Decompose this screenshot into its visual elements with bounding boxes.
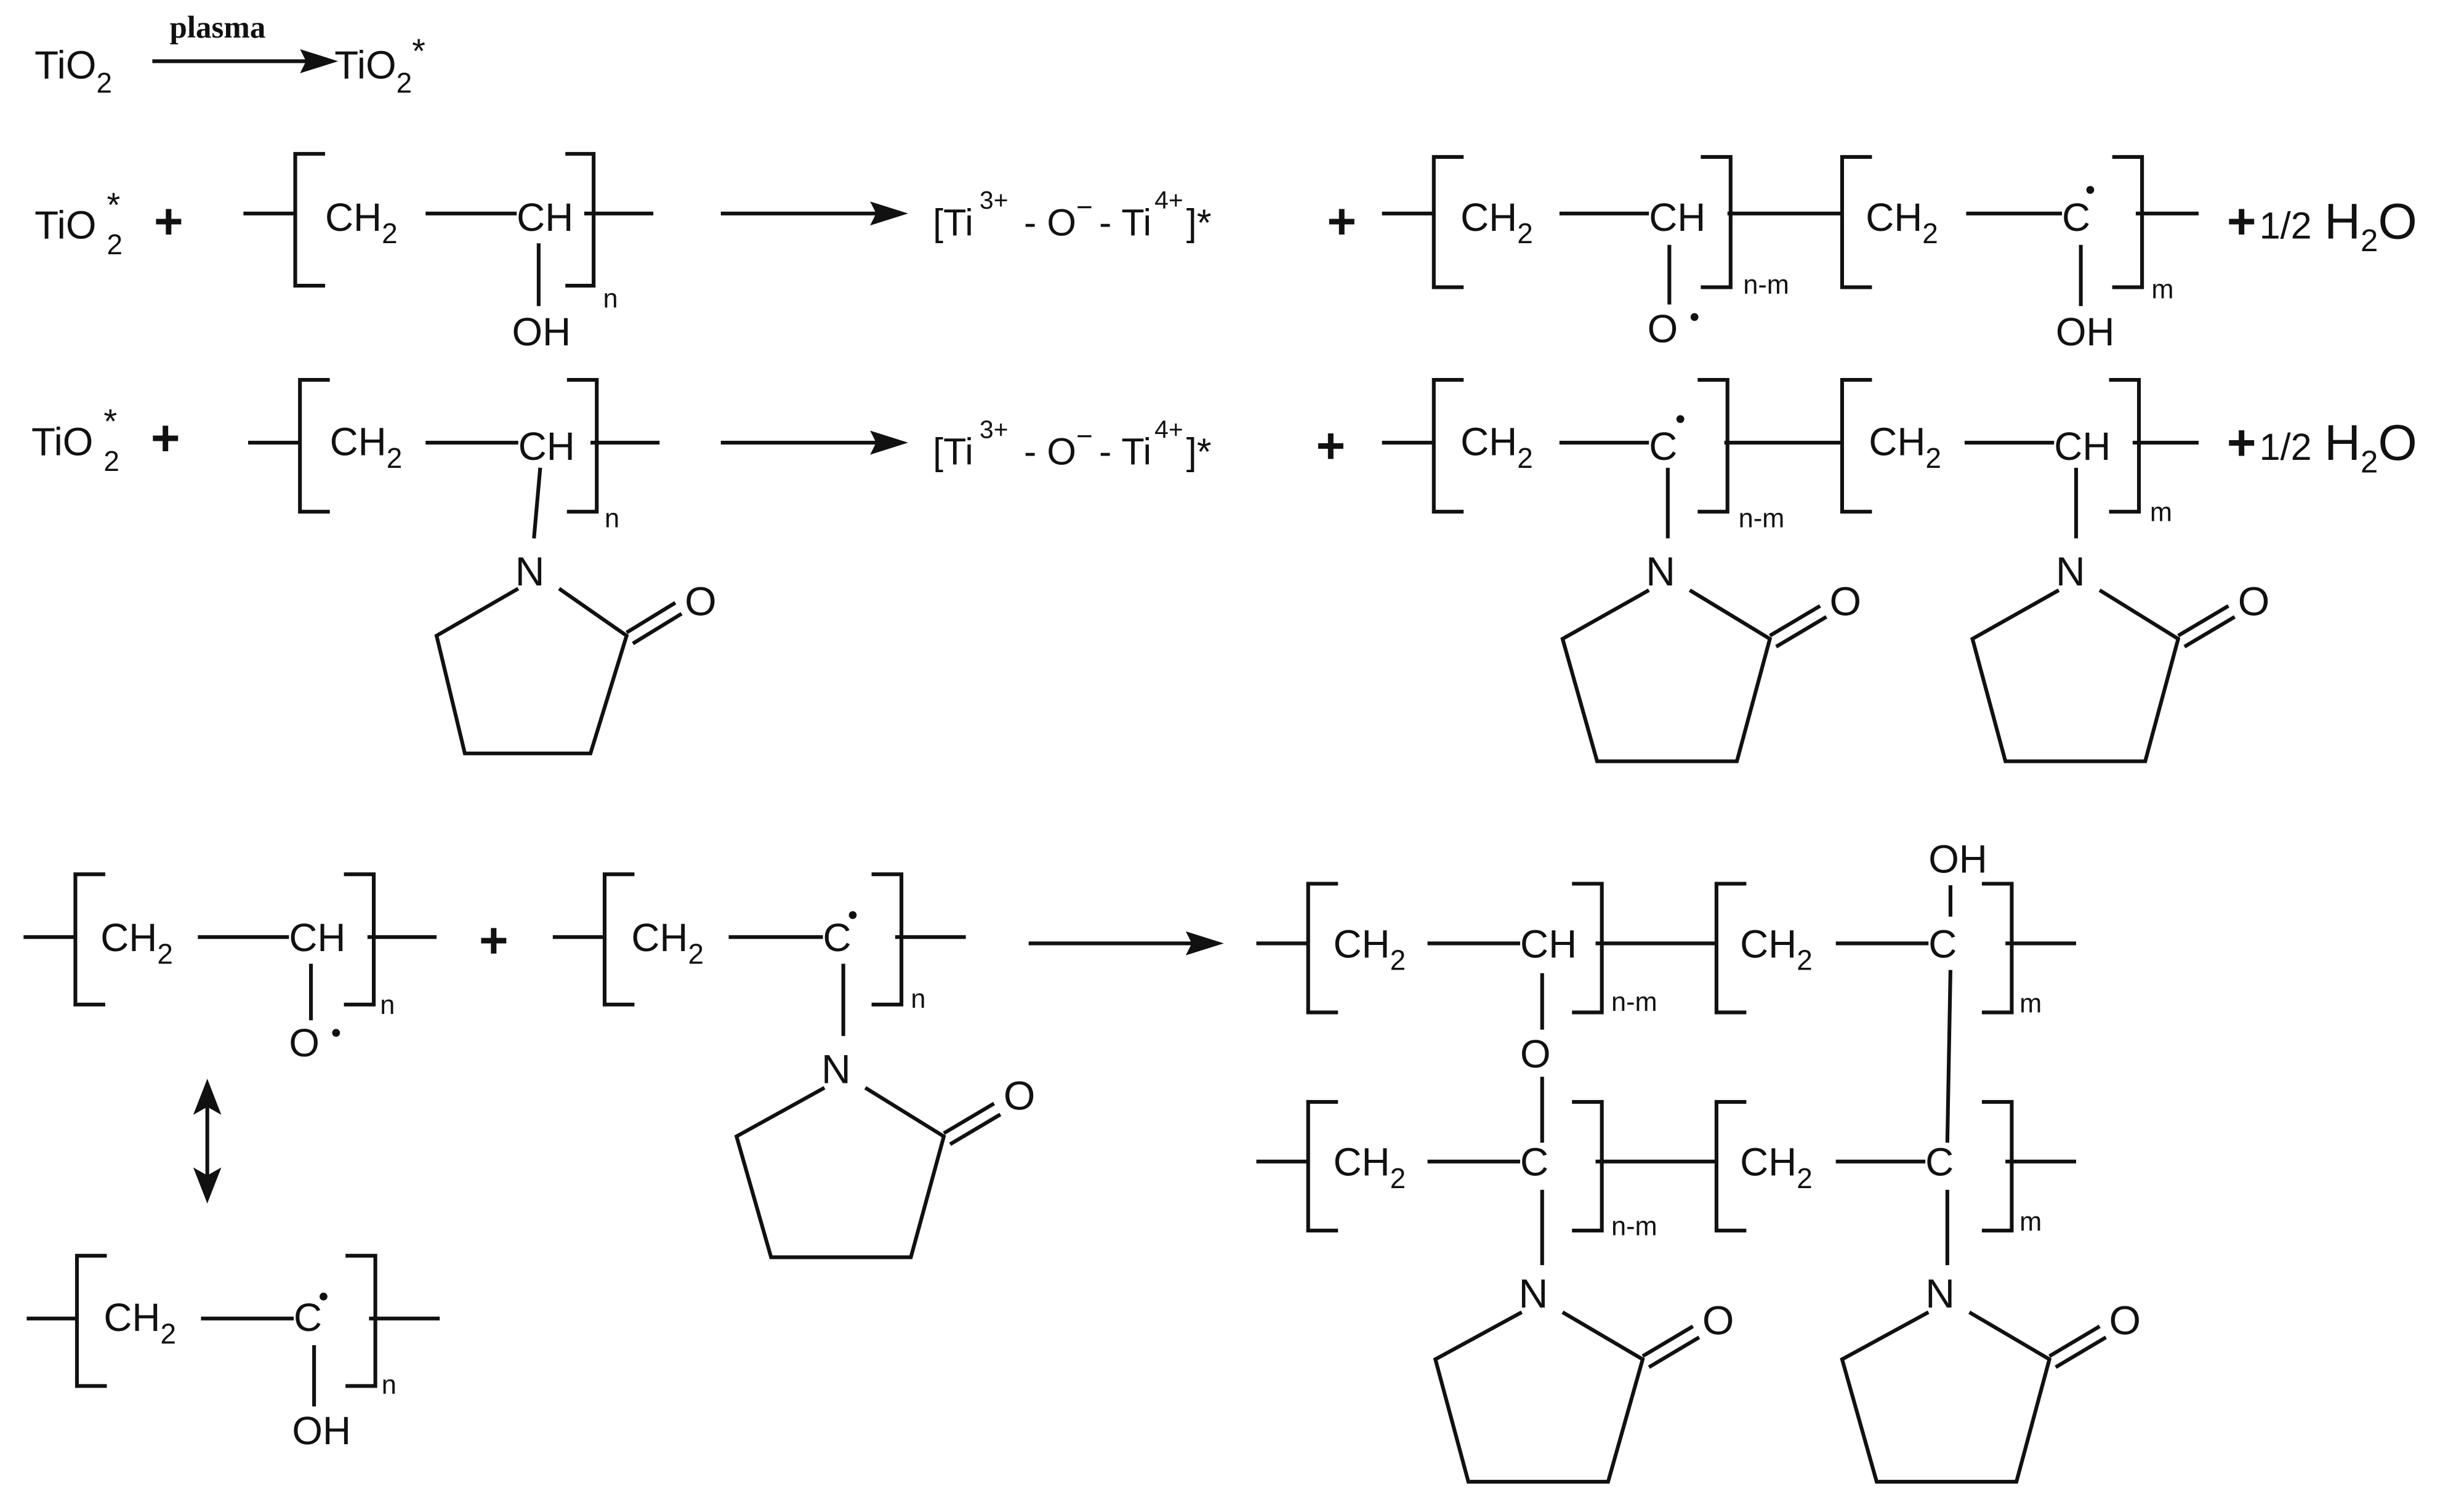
subscript-n-m: n-m (1611, 1212, 1657, 1242)
nitrogen-atom: N (821, 1047, 851, 1092)
ch2-group: CH2 (325, 195, 398, 249)
nitrogen-atom: N (515, 549, 545, 595)
pva-oxygen-radical-block: CH2 CH O n-m (1382, 155, 1789, 351)
o-radical: O (289, 1021, 320, 1065)
radical-dot-icon (332, 1029, 340, 1037)
ch2-group: CH2 (631, 915, 704, 970)
oh-group: OH (292, 1409, 351, 1453)
ch-group: CH (1520, 922, 1577, 966)
radical-dot-icon (2086, 186, 2095, 194)
ch2-group: CH2 (1460, 195, 1533, 249)
plasma-label: plasma (169, 10, 265, 45)
crosslinked-lower-chain: CH2 C n-m CH2 C m N O N O (1256, 1099, 2141, 1484)
pva-carbon-radical-block: CH2 C OH m (1840, 155, 2199, 354)
c-radical: C (823, 915, 852, 960)
pvp-repeat-block: CH2 CH m N O (1840, 377, 2270, 763)
reaction-arrow-icon (1185, 931, 1224, 955)
plus-sign: + (154, 194, 183, 250)
nitrogen-atom: N (1518, 1271, 1548, 1317)
pva-repeat-unit: CH2 CH OH n (243, 151, 654, 354)
o-radical: O (1648, 307, 1678, 351)
crosslinking-equation: CH2 CH O n CH2 C OH n (23, 837, 2141, 1484)
tio2-excited-product: TiO2* (334, 31, 425, 98)
ch-group: CH (289, 915, 345, 960)
radical-dot-icon (848, 911, 857, 919)
radical-dot-icon (1690, 313, 1699, 321)
subscript-m: m (2150, 498, 2172, 528)
pvp-carbon-radical-block: CH2 C n-m N O (1382, 377, 1862, 763)
carbon-atom: C (1520, 1140, 1548, 1184)
subscript-n: n (380, 991, 395, 1020)
plus-sign: + (1327, 194, 1356, 250)
c-radical: C (1649, 424, 1677, 468)
ch2-group: CH2 (100, 915, 173, 970)
subscript-n: n (605, 504, 619, 534)
carbonyl-oxygen: O (1702, 1298, 1734, 1343)
oh-group: OH (2056, 310, 2115, 354)
subscript-m: m (2019, 1207, 2042, 1237)
carbonyl-oxygen: O (2109, 1298, 2141, 1343)
ch-group: CH (2054, 424, 2111, 468)
oh-group: OH (1928, 837, 1987, 882)
carbon-atom: C (1928, 922, 1957, 966)
ch2-group: CH2 (330, 419, 403, 473)
carbonyl-oxygen: O (685, 579, 717, 625)
nitrogen-atom: N (2056, 549, 2085, 595)
ch-group: CH (517, 195, 573, 239)
reaction-arrow-icon (870, 201, 909, 226)
plus-sign: + (479, 912, 509, 968)
subscript-n: n (382, 1370, 397, 1400)
carbon-atom: C (1925, 1140, 1954, 1184)
plus-sign: + (1316, 418, 1345, 474)
subscript-n: n (603, 284, 618, 314)
ch2-group: CH2 (1334, 922, 1406, 976)
ch2-group: CH2 (1869, 419, 1941, 473)
ch2-group: CH2 (1740, 922, 1813, 976)
crosslinked-upper-chain: CH2 CH O n-m CH2 C OH m (1256, 837, 2076, 1143)
carbonyl-oxygen: O (1004, 1074, 1036, 1119)
pvp-repeat-unit: CH2 CH n N O (248, 377, 717, 755)
pva-carbon-radical-reactant: CH2 C OH n (26, 1253, 440, 1453)
radical-dot-icon (320, 1292, 328, 1301)
subscript-m: m (2151, 275, 2173, 304)
pva-oxygen-radical-reactant: CH2 CH O n (23, 872, 437, 1065)
nitrogen-atom: N (1925, 1271, 1955, 1317)
arrow-head-icon (300, 49, 339, 73)
c-radical: C (294, 1295, 322, 1340)
subscript-n-m: n-m (1611, 987, 1657, 1017)
ch2-group: CH2 (1460, 419, 1533, 473)
pvp-carbon-radical-reactant: CH2 C n N O (552, 872, 1036, 1260)
ch2-group: CH2 (103, 1295, 176, 1349)
reaction-arrow-icon (870, 430, 909, 455)
nitrogen-atom: N (1646, 549, 1675, 595)
plasma-activation-equation: TiO2 plasma TiO2* (34, 10, 425, 98)
carbonyl-oxygen: O (1830, 579, 1862, 625)
ti-complex: [Ti3+- O−- Ti4+]* (933, 415, 1211, 472)
radical-dot-icon (1676, 415, 1685, 424)
subscript-m: m (2019, 989, 2042, 1019)
ether-oxygen: O (1520, 1032, 1551, 1076)
ch2-group: CH2 (1740, 1140, 1813, 1194)
tio2-reactant: TiO2 (34, 42, 112, 98)
c-radical: C (2062, 195, 2090, 239)
ti-complex: [Ti3+- O−- Ti4+]* (933, 186, 1211, 243)
plus-sign: + (151, 410, 180, 466)
ch2-group: CH2 (1866, 195, 1938, 249)
ch2-group: CH2 (1334, 1140, 1406, 1194)
subscript-n: n (911, 984, 925, 1014)
oh-group: OH (512, 310, 571, 354)
resonance-double-arrow-icon (193, 1079, 222, 1204)
carbonyl-oxygen: O (2238, 579, 2270, 625)
ch-group: CH (518, 424, 575, 468)
ch-group: CH (1649, 195, 1705, 239)
subscript-n-m: n-m (1743, 270, 1789, 300)
subscript-n-m: n-m (1739, 504, 1785, 534)
